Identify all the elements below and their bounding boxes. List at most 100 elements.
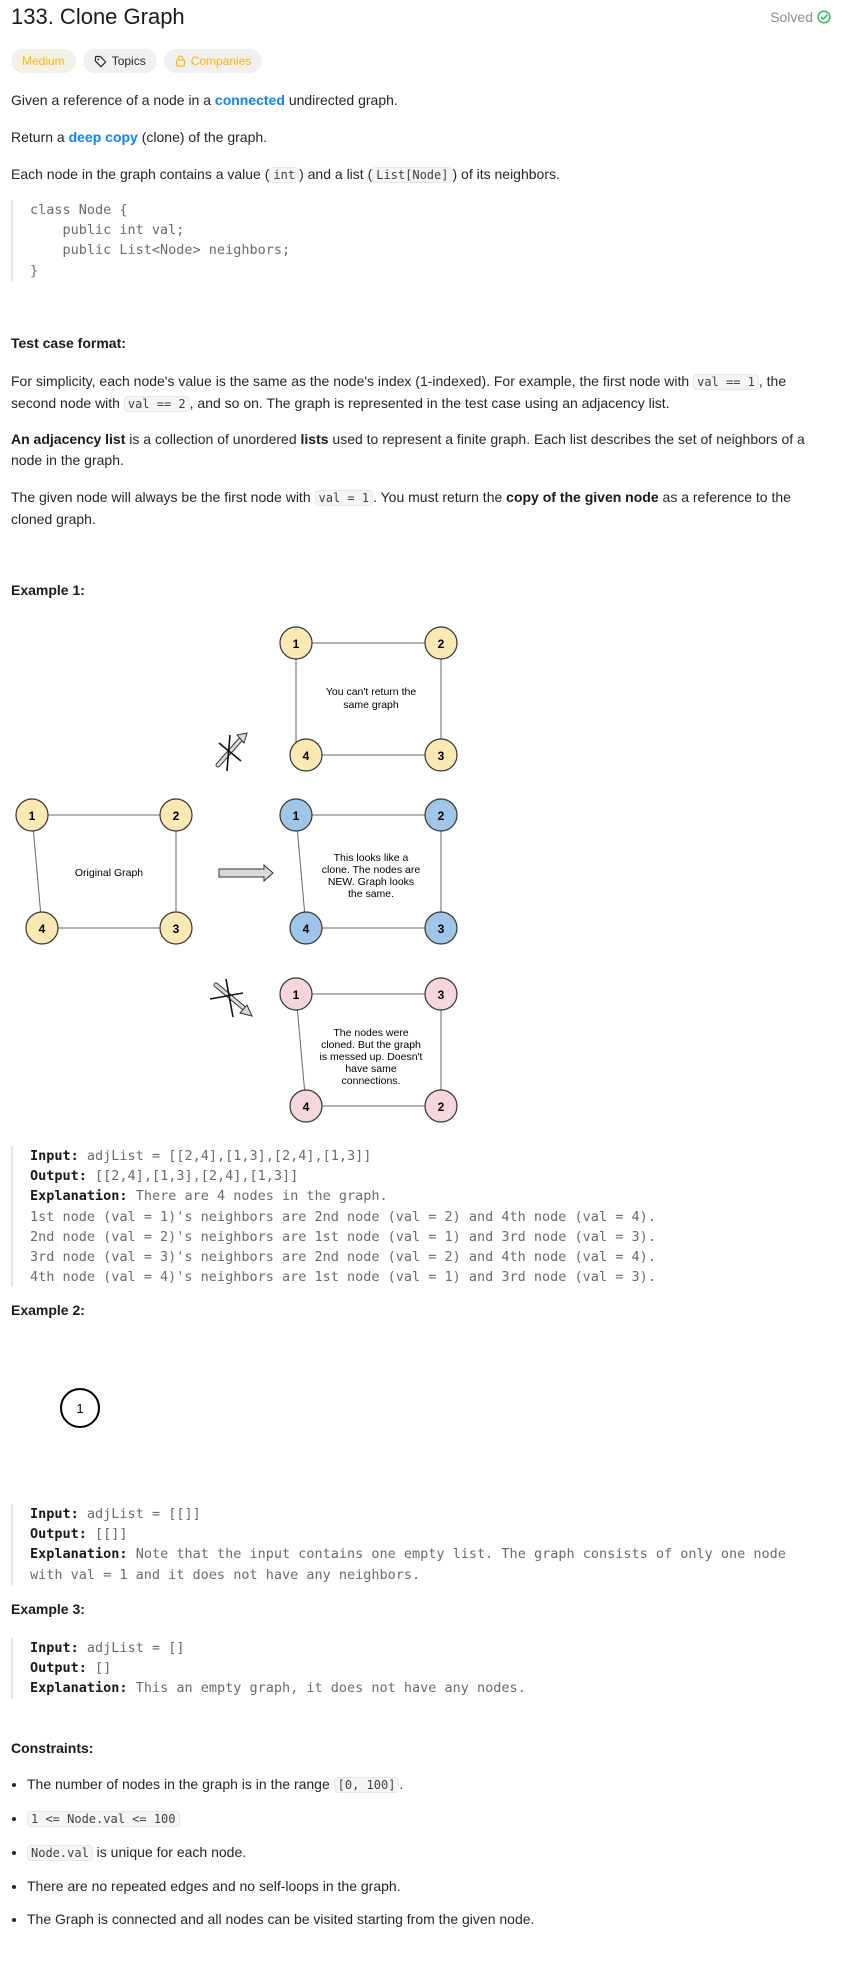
deep-copy-paragraph: Return a deep copy (clone) of the graph.: [11, 127, 831, 148]
text: The Graph is connected and all nodes can…: [27, 1911, 535, 1927]
text: (clone) of the graph.: [137, 129, 268, 145]
list-item: 1 <= Node.val <= 100: [27, 1808, 827, 1830]
node-label: 4: [303, 1100, 310, 1114]
list-item: The Graph is connected and all nodes can…: [27, 1909, 827, 1930]
node-label: 3: [438, 749, 445, 763]
explanation-line: 1st node (val = 1)'s neighbors are 2nd n…: [30, 1208, 656, 1225]
node-label: 3: [173, 922, 180, 936]
page-title: 133. Clone Graph: [11, 4, 185, 29]
graph-node: [15, 798, 49, 832]
node-label: 1: [293, 637, 300, 651]
graph-node: [60, 1388, 100, 1428]
deep-copy-link[interactable]: deep copy: [68, 129, 138, 145]
edge: [31, 814, 43, 929]
figure-caption: clone. The nodes are: [322, 864, 421, 876]
connected-link[interactable]: connected: [214, 92, 285, 108]
inline-code: List[Node]: [372, 167, 453, 183]
text: used to represent a finite graph. Each l…: [11, 431, 805, 468]
list-item: Node.val is unique for each node.: [27, 1842, 827, 1864]
figure-caption: You can't return the: [326, 686, 417, 698]
text: . You must return the: [373, 489, 507, 505]
node-label: 2: [438, 1100, 445, 1114]
topics-label: Topics: [111, 54, 146, 68]
text: The number of nodes in the graph is in t…: [27, 1776, 334, 1792]
explanation-text: Note that the input contains one empty l…: [135, 1546, 786, 1563]
intro-paragraph: Given a reference of a node in a connect…: [11, 90, 831, 111]
graph-node: [424, 1089, 458, 1123]
companies-label: Companies: [190, 54, 252, 68]
input-label: Input:: [30, 1148, 79, 1164]
output-value: [[2,4],[1,3],[2,4],[1,3]]: [95, 1168, 299, 1185]
graph-node: [289, 1089, 323, 1123]
text: ) of its neighbors.: [452, 166, 560, 182]
topics-button[interactable]: Topics: [82, 49, 157, 73]
node-label: 4: [39, 922, 46, 936]
crossed-arrow-up: [215, 732, 248, 772]
companies-button[interactable]: Companies: [163, 49, 263, 73]
figure-caption: same graph: [343, 699, 399, 711]
figure-caption: cloned. But the graph: [321, 1039, 421, 1051]
explanation-line: 2nd node (val = 2)'s neighbors are 1st n…: [30, 1228, 656, 1245]
explanation-line: with val = 1 and it does not have any ne…: [30, 1566, 421, 1583]
figure-caption: connections.: [342, 1075, 401, 1087]
input-label: Input:: [30, 1506, 79, 1522]
explanation-text: This an empty graph, it does not have an…: [135, 1680, 526, 1697]
graph-node: [279, 626, 313, 660]
text: is a collection of unordered: [125, 431, 301, 447]
tag-bar: Medium Topics Companies: [11, 49, 263, 73]
graph-node: [279, 798, 313, 832]
node-label: 3: [438, 922, 445, 936]
text: copy of the given node: [506, 489, 659, 505]
original-graph: 1 2 4 3 Original Graph: [15, 798, 193, 945]
format-paragraph-1: For simplicity, each node's value is the…: [11, 371, 831, 415]
graph-node: [289, 911, 323, 945]
solved-label: Solved: [770, 9, 813, 25]
node-label: 4: [303, 922, 310, 936]
graph-node: [289, 738, 323, 772]
cloned-graph: 1 2 4 3 This looks like a clone. The nod…: [279, 798, 458, 945]
example-1-io-block: Input: adjList = [[2,4],[1,3],[2,4],[1,3…: [11, 1146, 656, 1288]
text: is unique for each node.: [92, 1844, 247, 1860]
example-3-heading: Example 3:: [11, 1601, 85, 1617]
explanation-text: There are 4 nodes in the graph.: [135, 1188, 388, 1205]
graph-node: [424, 626, 458, 660]
figure-caption: is messed up. Doesn't: [320, 1051, 423, 1063]
text: For simplicity, each node's value is the…: [11, 373, 694, 389]
node-label: 1: [29, 809, 36, 823]
list-item: There are no repeated edges and no self-…: [27, 1876, 827, 1897]
output-label: Output:: [30, 1168, 87, 1185]
explanation-label: Explanation:: [30, 1680, 128, 1697]
text: .: [399, 1776, 404, 1792]
inline-code: Node.val: [27, 1845, 93, 1861]
figure-caption: the same.: [348, 888, 394, 900]
constraints-heading: Constraints:: [11, 1740, 94, 1756]
inline-code: int: [269, 167, 300, 183]
text: An adjacency list: [11, 431, 126, 447]
inline-code: 1 <= Node.val <= 100: [27, 1811, 180, 1827]
example-2-heading: Example 2:: [11, 1302, 85, 1318]
text: lists: [300, 431, 329, 447]
text: Given a reference of a node in a: [11, 92, 215, 108]
node-label: 1: [76, 1401, 83, 1416]
format-paragraph-2: An adjacency list is a collection of uno…: [11, 429, 831, 471]
graph-node: [159, 911, 193, 945]
output-label: Output:: [30, 1526, 87, 1543]
check-circle-icon: [817, 10, 831, 24]
explanation-label: Explanation:: [30, 1188, 128, 1205]
format-paragraph-3: The given node will always be the first …: [11, 487, 831, 530]
output-value: []: [95, 1660, 112, 1677]
text: , the second node with: [11, 373, 787, 411]
inline-code: val == 1: [693, 374, 759, 390]
returned-same-graph: 1 2 4 3 You can't return the same graph: [279, 626, 458, 772]
graph-node: [159, 798, 193, 832]
example-1-heading: Example 1:: [11, 582, 85, 598]
example-1-figure: 1 2 4 3 You can't return the same graph …: [15, 626, 458, 1123]
node-label: 2: [438, 809, 445, 823]
difficulty-label: Medium: [22, 54, 65, 68]
list-item: The number of nodes in the graph is in t…: [27, 1774, 827, 1796]
constraints-list: The number of nodes in the graph is in t…: [11, 1774, 827, 1942]
inline-code: val == 2: [123, 396, 190, 412]
wrong-clone-graph: 1 3 4 2 The nodes were cloned. But the g…: [279, 977, 458, 1123]
crossed-arrow-down: [209, 978, 253, 1018]
input-value: adjList = [[2,4],[1,3],[2,4],[1,3]]: [86, 1148, 372, 1164]
